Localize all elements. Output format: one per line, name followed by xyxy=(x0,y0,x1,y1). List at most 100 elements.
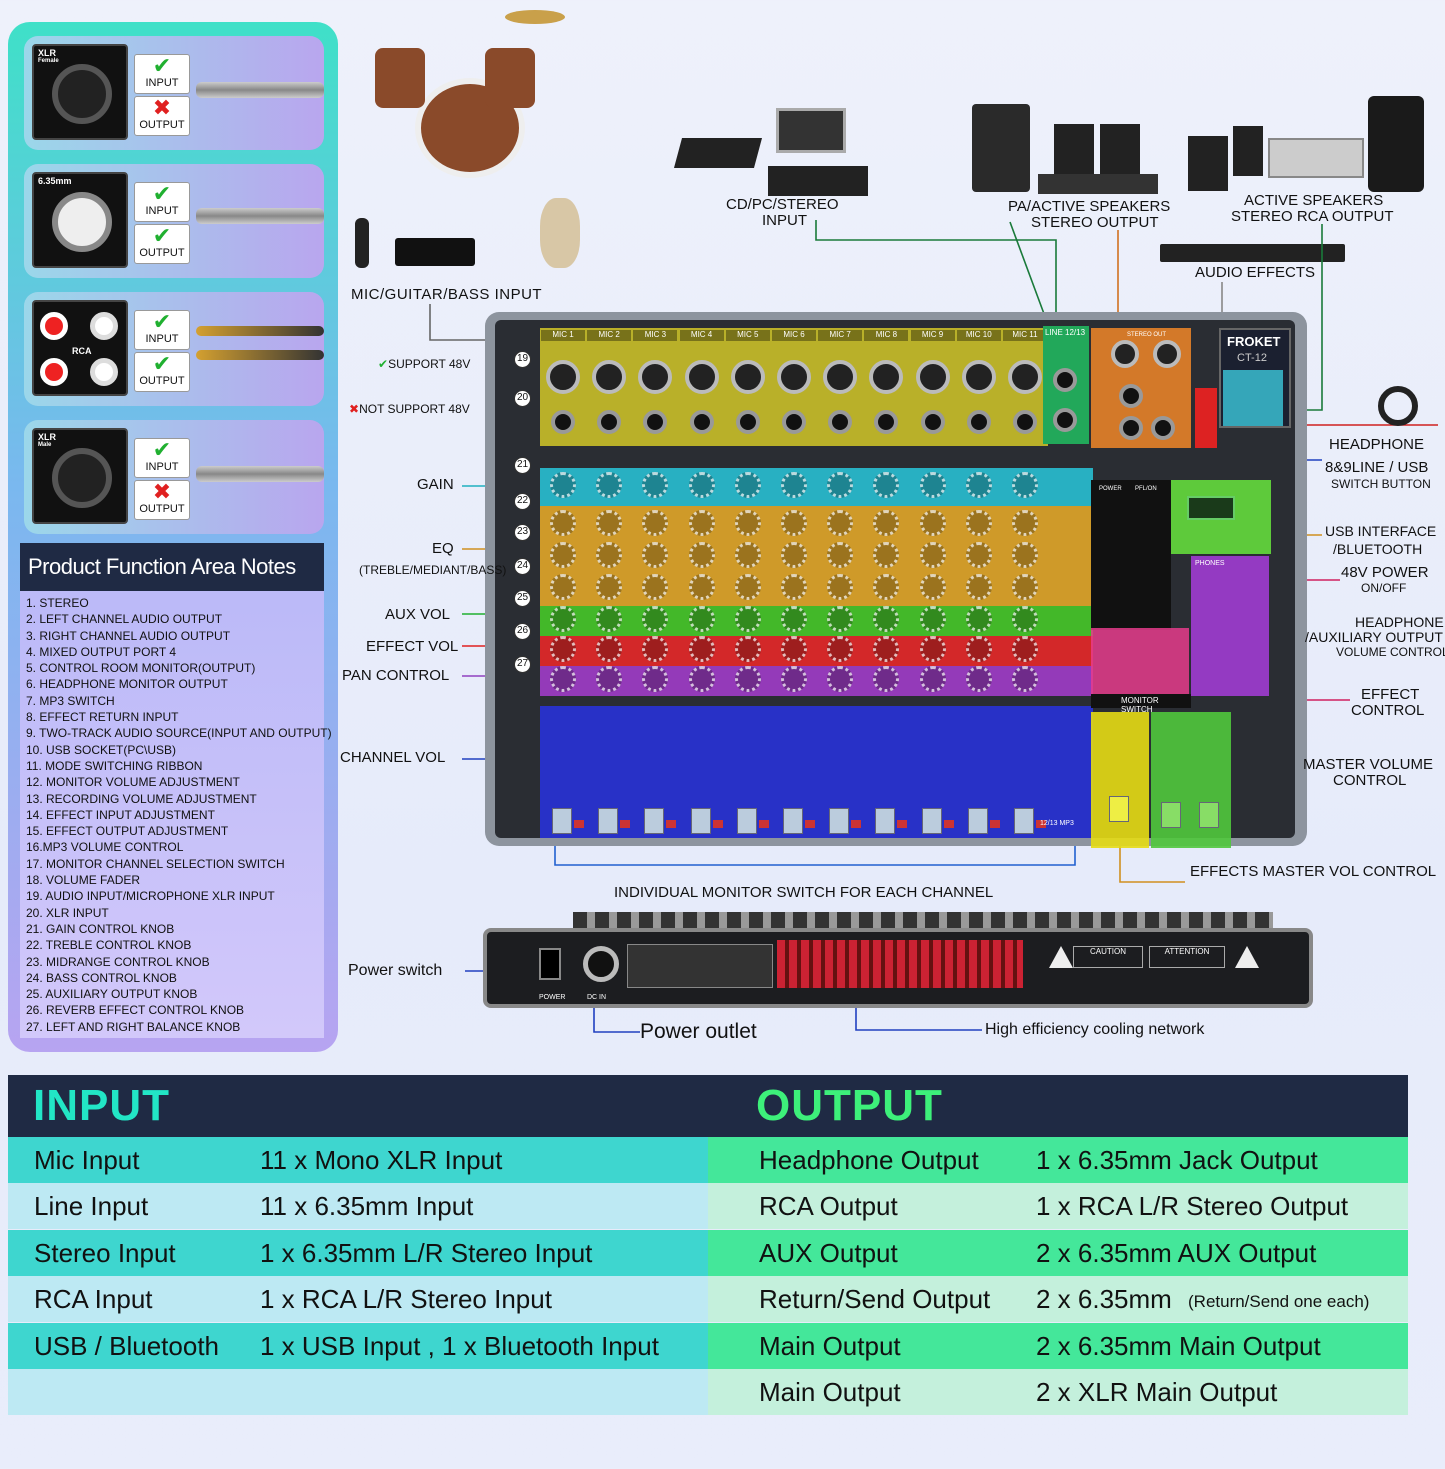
channel-fader[interactable] xyxy=(829,808,850,834)
mid-knob[interactable] xyxy=(965,542,992,568)
aux-knob[interactable] xyxy=(1012,606,1038,632)
channel-fader[interactable] xyxy=(1014,808,1034,834)
effect-knob[interactable] xyxy=(688,636,715,662)
pan-knob[interactable] xyxy=(781,666,807,692)
bass-knob[interactable] xyxy=(596,574,623,600)
gain-knob[interactable] xyxy=(919,472,946,498)
monitor-switch-button[interactable] xyxy=(989,820,1000,828)
effect-knob[interactable] xyxy=(734,636,761,662)
effect-knob[interactable] xyxy=(919,636,946,662)
pan-knob[interactable] xyxy=(734,666,761,692)
bass-knob[interactable] xyxy=(781,574,807,600)
bass-knob[interactable] xyxy=(965,574,992,600)
effect-knob[interactable] xyxy=(550,636,576,662)
monitor-switch-button[interactable] xyxy=(805,820,815,828)
mid-knob[interactable] xyxy=(550,542,576,568)
bass-knob[interactable] xyxy=(873,574,900,600)
gain-knob[interactable] xyxy=(550,472,576,498)
treble-knob[interactable] xyxy=(919,510,946,536)
pan-knob[interactable] xyxy=(873,666,900,692)
line-jack-input[interactable] xyxy=(1013,410,1037,434)
treble-knob[interactable] xyxy=(688,510,715,536)
effects-master-fader[interactable] xyxy=(1091,712,1149,848)
effect-knob[interactable] xyxy=(596,636,623,662)
gain-knob[interactable] xyxy=(734,472,761,498)
bass-knob[interactable] xyxy=(688,574,715,600)
aux-knob[interactable] xyxy=(550,606,576,632)
effect-knob[interactable] xyxy=(873,636,900,662)
mid-knob[interactable] xyxy=(1012,542,1038,568)
monitor-switch-button[interactable] xyxy=(851,820,862,828)
mid-knob[interactable] xyxy=(596,542,623,568)
line-jack-input[interactable] xyxy=(874,410,899,434)
mid-knob[interactable] xyxy=(642,542,669,568)
mic-xlr-input[interactable] xyxy=(915,360,950,394)
aux-knob[interactable] xyxy=(688,606,715,632)
aux-knob[interactable] xyxy=(734,606,761,632)
mid-knob[interactable] xyxy=(688,542,715,568)
treble-knob[interactable] xyxy=(827,510,854,536)
pan-knob[interactable] xyxy=(1012,666,1038,692)
pan-knob[interactable] xyxy=(919,666,946,692)
effect-knob[interactable] xyxy=(965,636,992,662)
aux-knob[interactable] xyxy=(873,606,900,632)
aux-knob[interactable] xyxy=(781,606,807,632)
line-jack-input[interactable] xyxy=(920,410,945,434)
mic-xlr-input[interactable] xyxy=(730,360,765,394)
aux-knob[interactable] xyxy=(965,606,992,632)
monitor-switch-button[interactable] xyxy=(574,820,584,828)
bass-knob[interactable] xyxy=(550,574,576,600)
power-switch[interactable] xyxy=(539,948,561,980)
treble-knob[interactable] xyxy=(596,510,623,536)
dc-in-socket[interactable] xyxy=(583,946,619,982)
line-jack-input[interactable] xyxy=(597,410,622,434)
line-jack-input[interactable] xyxy=(966,410,991,434)
mid-knob[interactable] xyxy=(873,542,900,568)
treble-knob[interactable] xyxy=(965,510,992,536)
gain-knob[interactable] xyxy=(827,472,854,498)
gain-knob[interactable] xyxy=(596,472,623,498)
aux-knob[interactable] xyxy=(642,606,669,632)
effect-knob[interactable] xyxy=(1012,636,1038,662)
master-volume-faders[interactable] xyxy=(1151,712,1231,848)
monitor-switch-button[interactable] xyxy=(1036,820,1046,828)
bass-knob[interactable] xyxy=(827,574,854,600)
channel-fader[interactable] xyxy=(875,808,896,834)
pan-knob[interactable] xyxy=(550,666,576,692)
pan-knob[interactable] xyxy=(688,666,715,692)
mic-xlr-input[interactable] xyxy=(1008,360,1042,394)
monitor-switch-button[interactable] xyxy=(897,820,908,828)
mic-xlr-input[interactable] xyxy=(777,360,811,394)
treble-knob[interactable] xyxy=(873,510,900,536)
pan-knob[interactable] xyxy=(827,666,854,692)
treble-knob[interactable] xyxy=(734,510,761,536)
mic-xlr-input[interactable] xyxy=(546,360,580,394)
gain-knob[interactable] xyxy=(781,472,807,498)
bass-knob[interactable] xyxy=(642,574,669,600)
treble-knob[interactable] xyxy=(642,510,669,536)
gain-knob[interactable] xyxy=(873,472,900,498)
gain-knob[interactable] xyxy=(965,472,992,498)
mid-knob[interactable] xyxy=(827,542,854,568)
monitor-switch-button[interactable] xyxy=(712,820,723,828)
effect-knob[interactable] xyxy=(642,636,669,662)
channel-fader[interactable] xyxy=(598,808,619,834)
monitor-switch-button[interactable] xyxy=(758,820,769,828)
mic-xlr-input[interactable] xyxy=(684,360,719,394)
mic-xlr-input[interactable] xyxy=(823,360,858,394)
mic-xlr-input[interactable] xyxy=(592,360,627,394)
aux-knob[interactable] xyxy=(827,606,854,632)
pan-knob[interactable] xyxy=(642,666,669,692)
gain-knob[interactable] xyxy=(642,472,669,498)
aux-knob[interactable] xyxy=(919,606,946,632)
line-jack-input[interactable] xyxy=(551,410,575,434)
channel-fader[interactable] xyxy=(967,808,988,834)
treble-knob[interactable] xyxy=(550,510,576,536)
line-jack-input[interactable] xyxy=(782,410,806,434)
line-jack-input[interactable] xyxy=(689,410,714,434)
channel-fader[interactable] xyxy=(736,808,757,834)
mid-knob[interactable] xyxy=(734,542,761,568)
monitor-switch-button[interactable] xyxy=(620,820,631,828)
channel-fader[interactable] xyxy=(552,808,572,834)
treble-knob[interactable] xyxy=(781,510,807,536)
